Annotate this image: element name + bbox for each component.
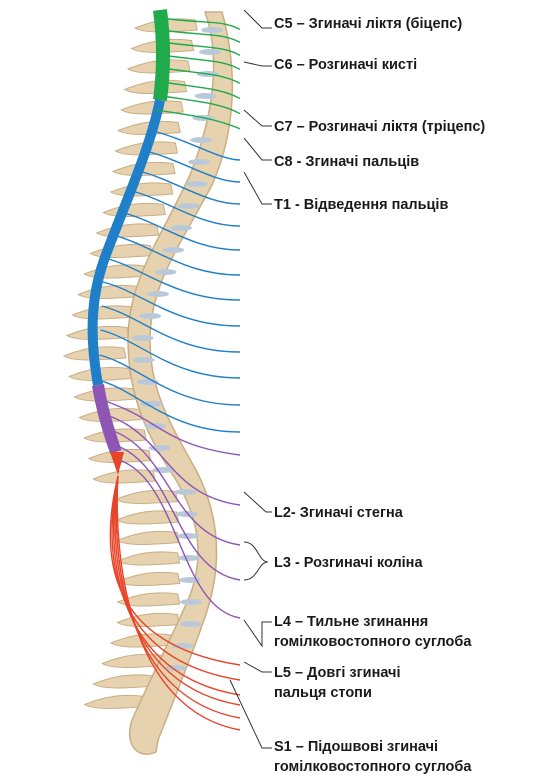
spinous-process <box>65 326 130 340</box>
disc <box>140 401 163 407</box>
leader-line <box>243 109 272 127</box>
disc <box>154 269 177 275</box>
disc <box>185 181 208 187</box>
spinous-process <box>115 510 180 525</box>
spinal-nerve <box>120 211 241 251</box>
leader-line <box>243 137 272 161</box>
spinal-nerve <box>161 17 241 31</box>
disc <box>174 489 197 495</box>
spinal-nerve <box>104 257 241 301</box>
disc <box>177 203 200 209</box>
disc <box>175 511 198 517</box>
spinous-process <box>116 531 180 545</box>
spinal-nerve <box>106 414 241 506</box>
spinous-process <box>116 551 181 566</box>
spinous-process <box>116 613 181 627</box>
disc <box>148 445 171 451</box>
spinous-process <box>102 203 166 217</box>
spinous-process <box>116 572 181 586</box>
spinal-nerve <box>116 475 241 731</box>
conus-medullaris <box>110 452 124 475</box>
spinous-process <box>95 223 160 238</box>
disc <box>179 621 202 627</box>
disc <box>169 225 192 231</box>
label-leader-lines <box>229 9 272 749</box>
label-t1: T1 - Відведення пальців <box>274 197 449 213</box>
label-l5-line1: L5 – Довгі згиначі <box>274 665 401 681</box>
spinal-nerve <box>110 429 241 546</box>
disc <box>188 159 210 165</box>
spinal-nerve <box>128 189 241 227</box>
spinal-nerve <box>161 29 241 44</box>
label-c8: C8 - Згиначі пальців <box>274 154 420 170</box>
spinous-process <box>83 264 147 279</box>
leader-line <box>243 619 272 648</box>
spinous-process <box>92 674 157 689</box>
spinous-process <box>83 695 148 709</box>
spinal-nerve <box>161 81 241 100</box>
label-l3: L3 - Розгиначі коліна <box>274 555 423 571</box>
leader-line <box>229 679 272 749</box>
disc <box>176 533 199 539</box>
spinal-nerve <box>101 305 241 353</box>
disc <box>152 467 175 473</box>
spinal-nerve <box>161 95 241 115</box>
disc <box>132 357 155 363</box>
spinous-process <box>77 285 141 299</box>
disc <box>162 247 185 253</box>
disc <box>201 27 224 33</box>
spinal-nerve <box>97 379 241 433</box>
leader-line <box>243 541 269 581</box>
disc <box>139 313 162 319</box>
label-l4-line1: L4 – Тильне згинання <box>274 614 429 630</box>
spinous-process <box>71 305 136 320</box>
spinal-nerves <box>97 17 241 731</box>
label-c7: C7 – Розгиначі ліктя (тріцепс) <box>274 119 486 135</box>
leader-line <box>243 9 272 29</box>
leader-line <box>243 491 272 513</box>
disc <box>180 599 203 605</box>
leader-line <box>243 661 272 673</box>
label-s1-line2: гомілковостопного суглоба <box>274 759 472 775</box>
leader-line <box>243 171 272 205</box>
label-l4-line2: гомілковостопного суглоба <box>274 634 472 650</box>
spinous-process <box>116 592 181 607</box>
leader-line <box>243 61 272 67</box>
disc <box>146 291 169 297</box>
spinal-nerve <box>101 399 241 456</box>
spinal-nerve <box>112 234 241 276</box>
label-l2: L2- Згиначі стегна <box>274 505 403 521</box>
spinal-nerve <box>114 444 241 581</box>
spinal-cord-thoracic <box>87 99 165 386</box>
spinous-process <box>92 469 156 484</box>
spinal-nerve <box>135 169 241 205</box>
label-l5-line2: пальця стопи <box>274 685 372 701</box>
disc <box>194 93 217 99</box>
spinal-nerve <box>161 41 241 56</box>
disc <box>131 335 154 341</box>
disc <box>171 643 194 649</box>
label-s1-line1: S1 – Підошвові згиначі <box>274 739 439 755</box>
spinal-nerve <box>100 329 241 379</box>
disc <box>199 49 221 55</box>
spinal-nerve <box>142 149 241 183</box>
spinal-nerve <box>161 67 241 85</box>
spinal-nerve <box>99 354 241 406</box>
spinal-nerve <box>161 54 241 71</box>
disc <box>190 137 213 143</box>
spinal-nerve <box>156 109 241 130</box>
label-c5: C5 – Згиначі ліктя (біцепс) <box>274 16 463 32</box>
label-c6: C6 – Розгиначі кисті <box>274 57 418 73</box>
spinal-nerve <box>149 129 241 161</box>
spinal-nerve <box>118 459 241 619</box>
spinal-nerve <box>102 281 241 327</box>
spinal-cord-lumbar <box>92 384 122 455</box>
disc <box>177 555 200 561</box>
